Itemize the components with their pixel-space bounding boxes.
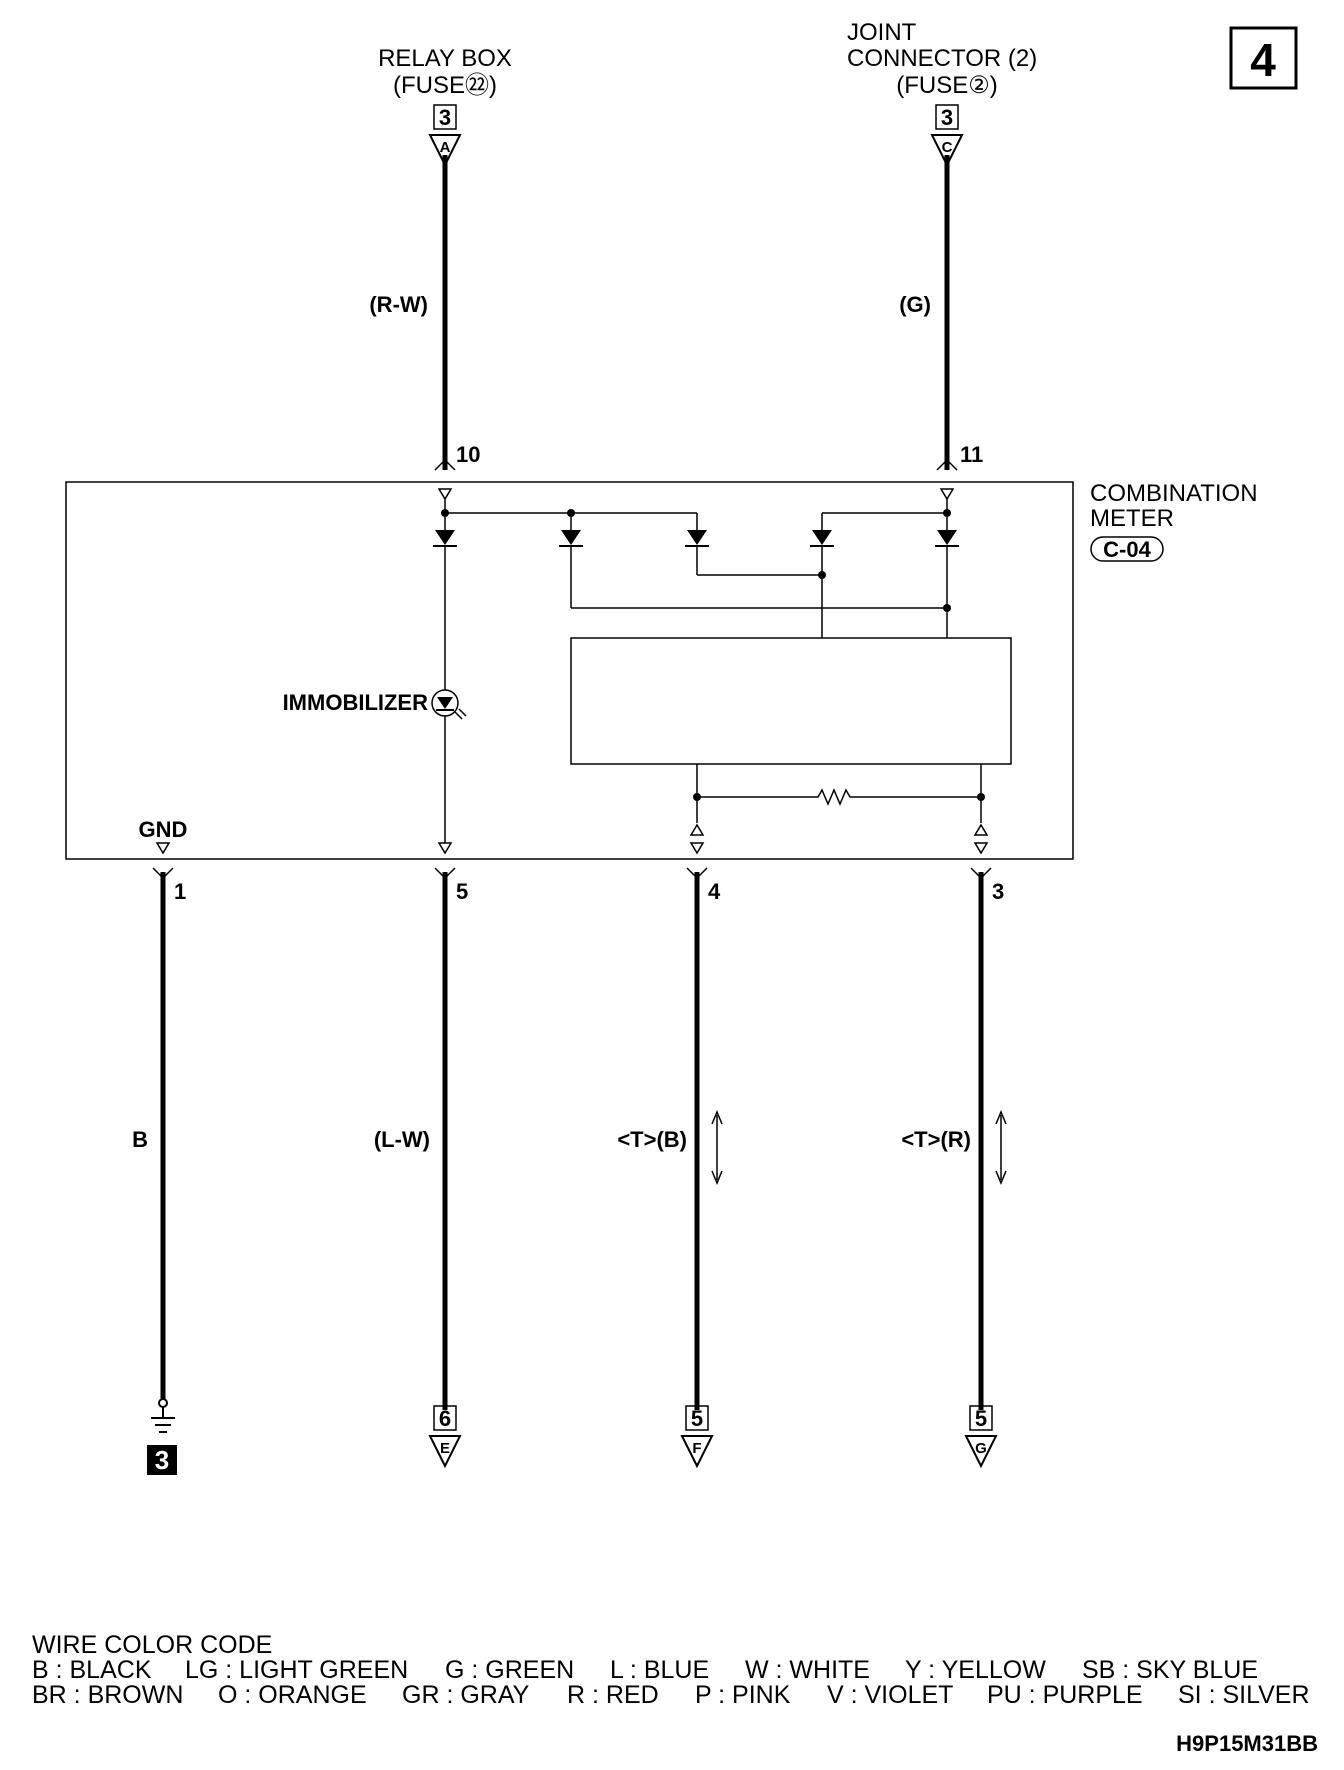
relay-box-ref-box xyxy=(433,104,457,130)
legend-row1-item-2: LG : LIGHT GREEN xyxy=(185,1656,408,1684)
diode-1 xyxy=(433,530,457,547)
junction-dot-4 xyxy=(818,571,826,579)
wire-t-r-connector-letter: G xyxy=(975,1440,987,1457)
terminal-10-internal xyxy=(437,488,453,501)
pin-5-label: 5 xyxy=(456,879,468,904)
wire-t-b-label: <T>(B) xyxy=(617,1127,687,1152)
wire-g-label: (G) xyxy=(899,292,931,317)
bidirectional-arrow-icon xyxy=(711,1110,723,1185)
page-number: 4 xyxy=(1250,34,1276,86)
joint-connector-ref-number: 3 xyxy=(941,105,953,130)
relay-box-ref-number: 3 xyxy=(439,105,451,130)
legend-row1-item-3: G : GREEN xyxy=(445,1656,574,1684)
wire-l-w-ref-box xyxy=(433,1405,457,1431)
legend-row2-item-8: SI : SILVER xyxy=(1178,1681,1310,1709)
junction-dot-3 xyxy=(943,509,951,517)
legend-row2-item-1: BR : BROWN xyxy=(32,1681,183,1709)
led-ray-1 xyxy=(454,711,463,720)
legend-row1-item-5: W : WHITE xyxy=(745,1656,870,1684)
immobilizer-led-diode xyxy=(437,697,453,709)
relay-box-connector-letter: A xyxy=(440,139,451,156)
immobilizer-label: IMMOBILIZER xyxy=(283,690,429,715)
terminal-1-internal xyxy=(155,842,171,855)
combination-meter-box xyxy=(65,481,1074,860)
wire-t-r-ref-box xyxy=(969,1405,993,1431)
bidirectional-arrow-icon xyxy=(995,1110,1007,1185)
pin-11-marker xyxy=(936,458,958,471)
joint-connector-ref-box xyxy=(935,104,959,130)
ground-terminal xyxy=(158,1398,168,1408)
diode-3 xyxy=(685,530,709,547)
joint-connector-label-2: CONNECTOR (2) xyxy=(847,45,1037,72)
junction-dot-1 xyxy=(441,509,449,517)
figure-code: H9P15M31BB xyxy=(1176,1731,1318,1756)
wire-t-r-label: <T>(R) xyxy=(901,1127,971,1152)
terminal-11-internal xyxy=(939,488,955,501)
connector-c04-badge xyxy=(1090,536,1164,562)
led-ray-2 xyxy=(458,708,467,717)
wire-l-w-ref-number: 6 xyxy=(439,1406,451,1431)
wire-t-b-ref-number: 5 xyxy=(691,1406,703,1431)
connector-c04-label: C-04 xyxy=(1103,537,1151,562)
wire-l-w-label: (L-W) xyxy=(374,1127,430,1152)
joint-connector-letter: C xyxy=(942,139,953,156)
legend-row1-item-6: Y : YELLOW xyxy=(905,1656,1046,1684)
diode-4 xyxy=(810,530,834,547)
joint-connector-label-1: JOINT xyxy=(847,19,917,46)
pin-11-label: 11 xyxy=(960,442,983,467)
resistor-icon xyxy=(697,788,981,806)
pin-3-label: 3 xyxy=(992,879,1004,904)
wire-t-b-connector-letter: F xyxy=(692,1440,701,1457)
terminal-4-internal-up xyxy=(689,823,705,836)
wire-l-w-connector-letter: E xyxy=(440,1440,450,1457)
terminal-3-internal-down xyxy=(973,842,989,855)
joint-connector-arrow xyxy=(930,134,964,168)
diode-5 xyxy=(935,530,959,547)
wire-t-b-ref-box xyxy=(685,1405,709,1431)
ground-ref-badge xyxy=(147,1445,177,1475)
legend-row2-item-4: R : RED xyxy=(567,1681,659,1709)
relay-box-connector-arrow xyxy=(428,134,462,168)
relay-box-label: RELAY BOX xyxy=(378,45,512,72)
legend-row2-item-7: PU : PURPLE xyxy=(987,1681,1143,1709)
ground-ref-number: 3 xyxy=(155,1445,169,1475)
pin-4-label: 4 xyxy=(708,879,721,904)
legend-row2-item-5: P : PINK xyxy=(695,1681,791,1709)
legend-row2-item-3: GR : GRAY xyxy=(402,1681,530,1709)
terminal-4-internal-down xyxy=(689,842,705,855)
legend-row1-item-7: SB : SKY BLUE xyxy=(1082,1656,1258,1684)
wire-t-r-connector-arrow xyxy=(964,1435,998,1469)
pin-10-label: 10 xyxy=(456,442,480,467)
pin-10-marker xyxy=(434,458,456,471)
legend-row2-item-2: O : ORANGE xyxy=(218,1681,367,1709)
legend-row2-item-6: V : VIOLET xyxy=(827,1681,953,1709)
combination-meter-label-2: METER xyxy=(1090,505,1174,532)
junction-dot-6 xyxy=(693,793,701,801)
legend-row1-item-1: B : BLACK xyxy=(32,1656,152,1684)
gnd-label: GND xyxy=(139,817,188,842)
legend-row1-item-4: L : BLUE xyxy=(610,1656,709,1684)
relay-box-fuse: (FUSE㉒) xyxy=(393,72,497,99)
combination-meter-label-1: COMBINATION xyxy=(1090,480,1258,507)
page-number-box xyxy=(1229,26,1298,90)
pin-1-label: 1 xyxy=(174,879,186,904)
wire-l-w-connector-arrow xyxy=(428,1435,462,1469)
diode-2 xyxy=(559,530,583,547)
terminal-5-internal xyxy=(437,842,453,855)
joint-connector-fuse: (FUSE②) xyxy=(896,72,998,99)
control-unit-box xyxy=(570,637,1012,765)
junction-dot-2 xyxy=(567,509,575,517)
wire-t-r-ref-number: 5 xyxy=(975,1406,987,1431)
legend-title: WIRE COLOR CODE xyxy=(32,1631,272,1659)
wire-t-b-connector-arrow xyxy=(680,1435,714,1469)
wire-r-w-label: (R-W) xyxy=(369,292,428,317)
junction-dot-7 xyxy=(977,793,985,801)
junction-dot-5 xyxy=(943,604,951,612)
terminal-3-internal-up xyxy=(973,823,989,836)
wire-b-label: B xyxy=(132,1127,148,1152)
